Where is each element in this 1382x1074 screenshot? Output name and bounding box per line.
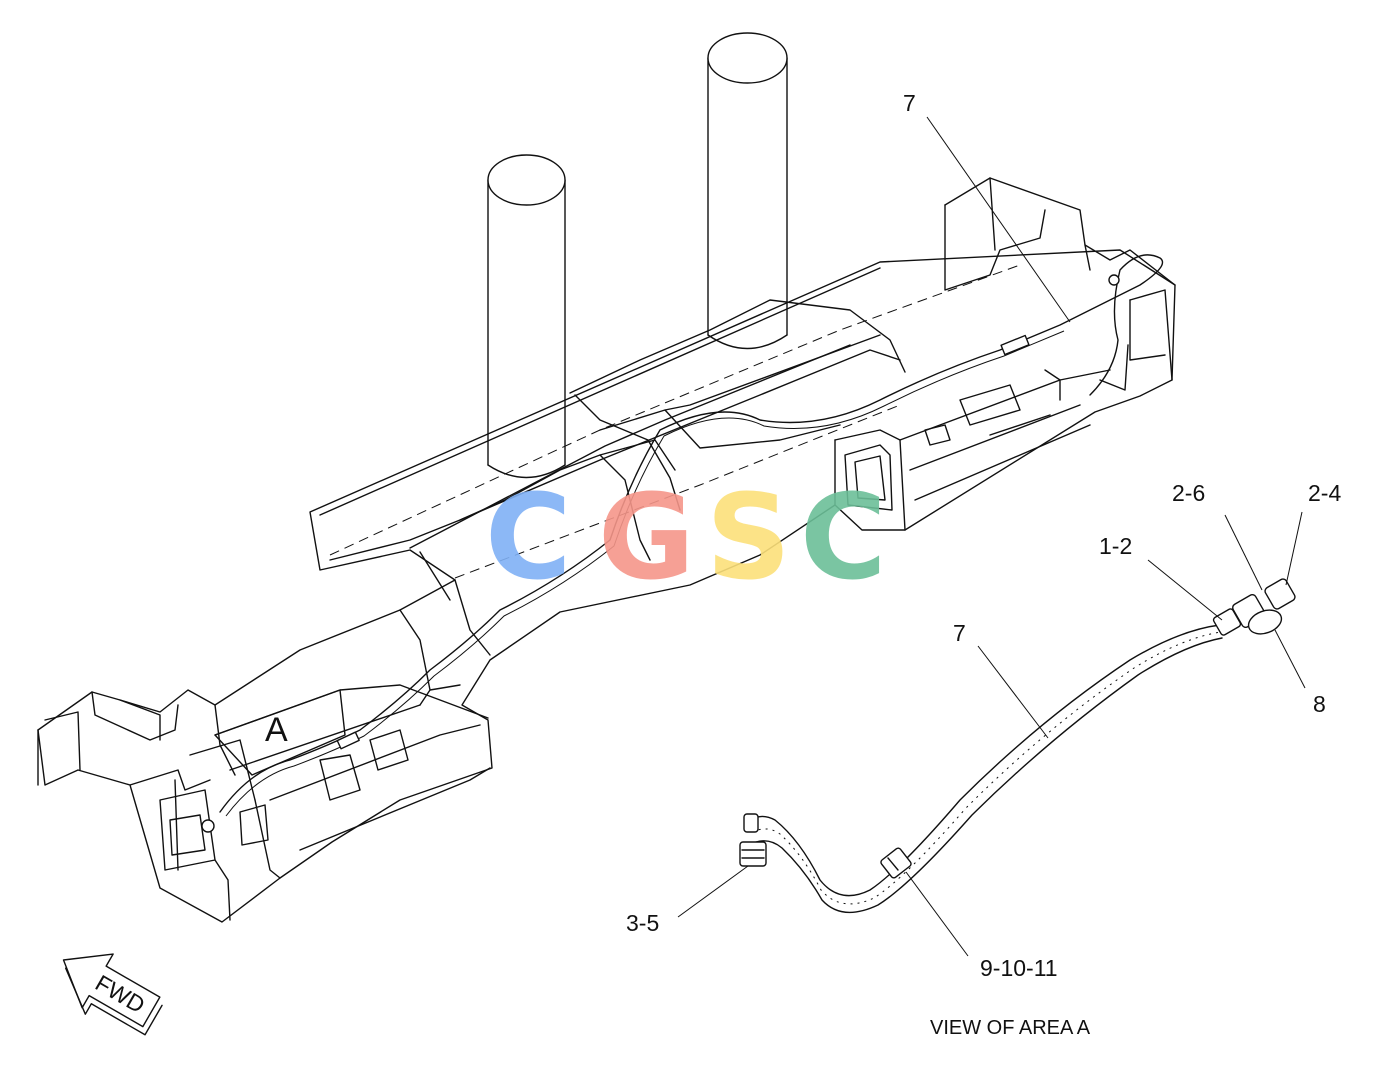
view-area-a-hose (739, 578, 1296, 914)
callout-3-5: 3-5 (626, 910, 659, 936)
leader-lines (677, 116, 1306, 957)
watermark-letter: S (706, 468, 791, 606)
watermark-logo: C G S C (485, 468, 887, 606)
area-a-label: A (265, 711, 288, 749)
watermark-letter: C (485, 468, 572, 606)
callout-2-4: 2-4 (1308, 480, 1341, 506)
frame-hose (201, 254, 1164, 833)
watermark-letter: G (598, 468, 695, 606)
callout-7-hose: 7 (953, 620, 966, 646)
fwd-arrow: FWD (62, 953, 163, 1036)
cylinder-right (707, 32, 788, 350)
callout-7-top: 7 (903, 90, 916, 116)
view-caption: VIEW OF AREA A (930, 1017, 1091, 1039)
callout-8: 8 (1313, 691, 1326, 717)
callout-2-6: 2-6 (1172, 480, 1205, 506)
watermark-letter: C (800, 468, 887, 606)
cylinder-left (487, 154, 566, 479)
callout-1-2: 1-2 (1099, 533, 1132, 559)
callout-9-10-11: 9-10-11 (980, 955, 1058, 981)
main-frame (37, 177, 1176, 923)
